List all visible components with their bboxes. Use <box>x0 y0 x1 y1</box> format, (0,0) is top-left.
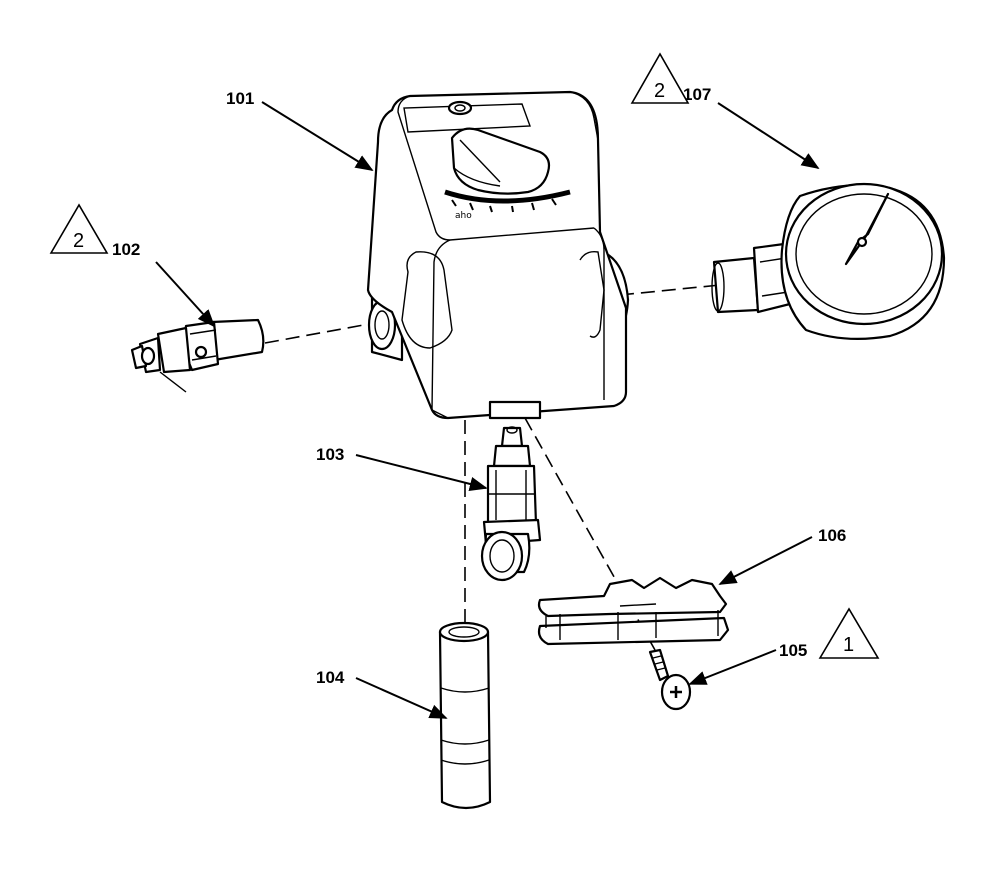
pipe-nipple-104 <box>438 621 492 810</box>
callout-105: 105 <box>779 641 807 660</box>
callout-104: 104 <box>316 668 345 687</box>
callout-107: 107 <box>683 85 711 104</box>
callout-102: 102 <box>112 240 140 259</box>
leader-lines <box>155 101 820 719</box>
pressure-switch-housing-101: aho <box>366 90 630 420</box>
callout-labels: 101 102 103 104 105 106 107 <box>112 85 846 687</box>
note-triangle-105: 1 <box>818 607 880 659</box>
note-105-number: 1 <box>843 634 854 656</box>
lever-bracket-106 <box>537 576 730 646</box>
callout-103: 103 <box>316 445 344 464</box>
callout-106: 106 <box>818 526 846 545</box>
note-102-number: 2 <box>73 230 84 252</box>
note-107-number: 2 <box>654 80 665 102</box>
note-triangle-107: 2 <box>630 52 690 104</box>
unloader-valve-102 <box>130 318 265 393</box>
svg-text:aho: aho <box>455 211 472 221</box>
screw-105 <box>648 648 692 711</box>
check-valve-fitting-103 <box>480 426 542 582</box>
note-triangle-102: 2 <box>49 203 109 254</box>
callout-101: 101 <box>226 89 254 108</box>
pressure-gauge-107 <box>711 182 946 340</box>
